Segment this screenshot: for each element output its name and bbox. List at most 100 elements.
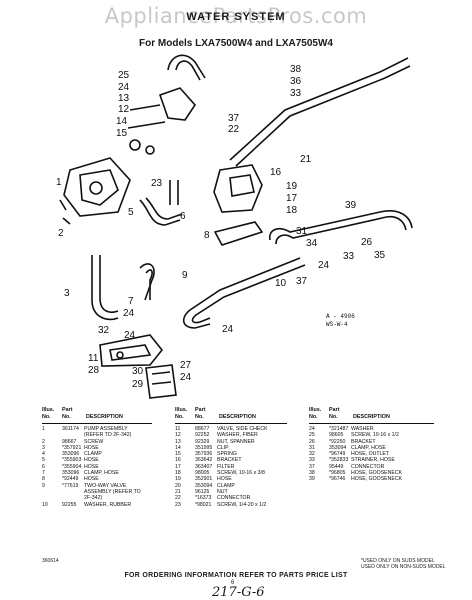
callout: 19 (286, 181, 298, 192)
callout: 13 (118, 93, 130, 104)
callout: 29 (132, 379, 144, 390)
callout: 30 (132, 366, 144, 377)
callout: 1 (56, 177, 62, 188)
callout: 10 (275, 278, 287, 289)
callout: 35 (374, 250, 386, 261)
callout: 15 (116, 128, 128, 139)
callout: 11 (88, 353, 99, 364)
handwritten-note: 217-G-6 (212, 585, 265, 600)
callout: 22 (228, 124, 240, 135)
callout: 24 (118, 82, 130, 93)
callout: 14 (116, 116, 128, 127)
callout: 33 (343, 251, 355, 262)
hose-7 (139, 263, 155, 301)
callout: 24 (318, 260, 330, 271)
callout: 8 (204, 230, 210, 241)
callout: 17 (286, 193, 298, 204)
callout: 36 (290, 76, 302, 87)
filter-bracket (213, 164, 263, 213)
watermark: AppliancePartsPros.com (104, 4, 368, 28)
callout: 7 (128, 296, 134, 307)
callout: 5 (128, 207, 134, 218)
table-header: Illus. No. Part No. DESCRIPTION (42, 407, 152, 424)
table-header: Illus. No. Part No. DESCRIPTION (309, 407, 434, 424)
callout: 21 (300, 154, 312, 165)
callout: 16 (270, 167, 282, 178)
callout: 37 (228, 113, 240, 124)
ordering-info: FOR ORDERING INFORMATION REFER TO PARTS … (124, 572, 348, 579)
callout: 25 (118, 70, 130, 81)
drawing-ref: WS-W-4 (326, 321, 348, 328)
footnote-line: USED ONLY ON NON-SUDS MODEL (361, 564, 446, 570)
gooseneck-hose-38 (167, 54, 206, 79)
callout: 37 (296, 276, 308, 287)
table-header: Illus. No. Part No. DESCRIPTION (175, 407, 287, 424)
bracket-28 (145, 364, 177, 399)
outlet-hose-33 (229, 57, 409, 161)
page-title: WATER SYSTEM (186, 11, 286, 23)
callout-labels: 25 24 13 12 14 15 38 36 33 37 22 21 16 1… (56, 64, 386, 390)
callout: 27 (180, 360, 192, 371)
footnote: *USED ONLY ON SUDS MODEL USED ONLY ON NO… (361, 558, 446, 570)
callout: 38 (290, 64, 302, 75)
hose-5 (139, 199, 181, 226)
footnote-line: *USED ONLY ON SUDS MODEL (361, 558, 435, 564)
side-check-valve (99, 334, 164, 367)
callout: 12 (118, 104, 130, 115)
callout: 18 (286, 205, 298, 216)
models-subtitle: For Models LXA7500W4 and LXA7505W4 (139, 38, 333, 49)
callout: 23 (151, 178, 163, 189)
gooseneck-hose-39 (268, 210, 413, 241)
callout: 24 (123, 308, 135, 319)
callout: 24 (124, 330, 136, 341)
callout: 32 (98, 325, 110, 336)
callout: 26 (361, 237, 373, 248)
hose-10 (182, 257, 301, 329)
doc-code: 360614 (42, 558, 59, 564)
table-row: 2F-342) (84, 495, 103, 502)
parts-table-col-3: Illus. No. Part No. DESCRIPTION 24*32148… (309, 407, 434, 483)
callout: 28 (88, 365, 100, 376)
callout: 39 (345, 200, 357, 211)
callout: 34 (306, 238, 318, 249)
table-row: ASSEMBLY (REFER TO (84, 488, 141, 495)
valve-assembly (158, 87, 197, 121)
table-row: (REFER TO 2F-342) (84, 432, 132, 439)
callout: 33 (290, 88, 302, 99)
hose-3 (91, 255, 119, 321)
callout: 24 (222, 324, 234, 335)
callout: 31 (296, 226, 308, 237)
drawing-ref: A - 4906 (326, 313, 355, 320)
callout: 6 (180, 211, 186, 222)
parts-diagram: 25 24 13 12 14 15 38 36 33 37 22 21 16 1… (56, 54, 413, 399)
